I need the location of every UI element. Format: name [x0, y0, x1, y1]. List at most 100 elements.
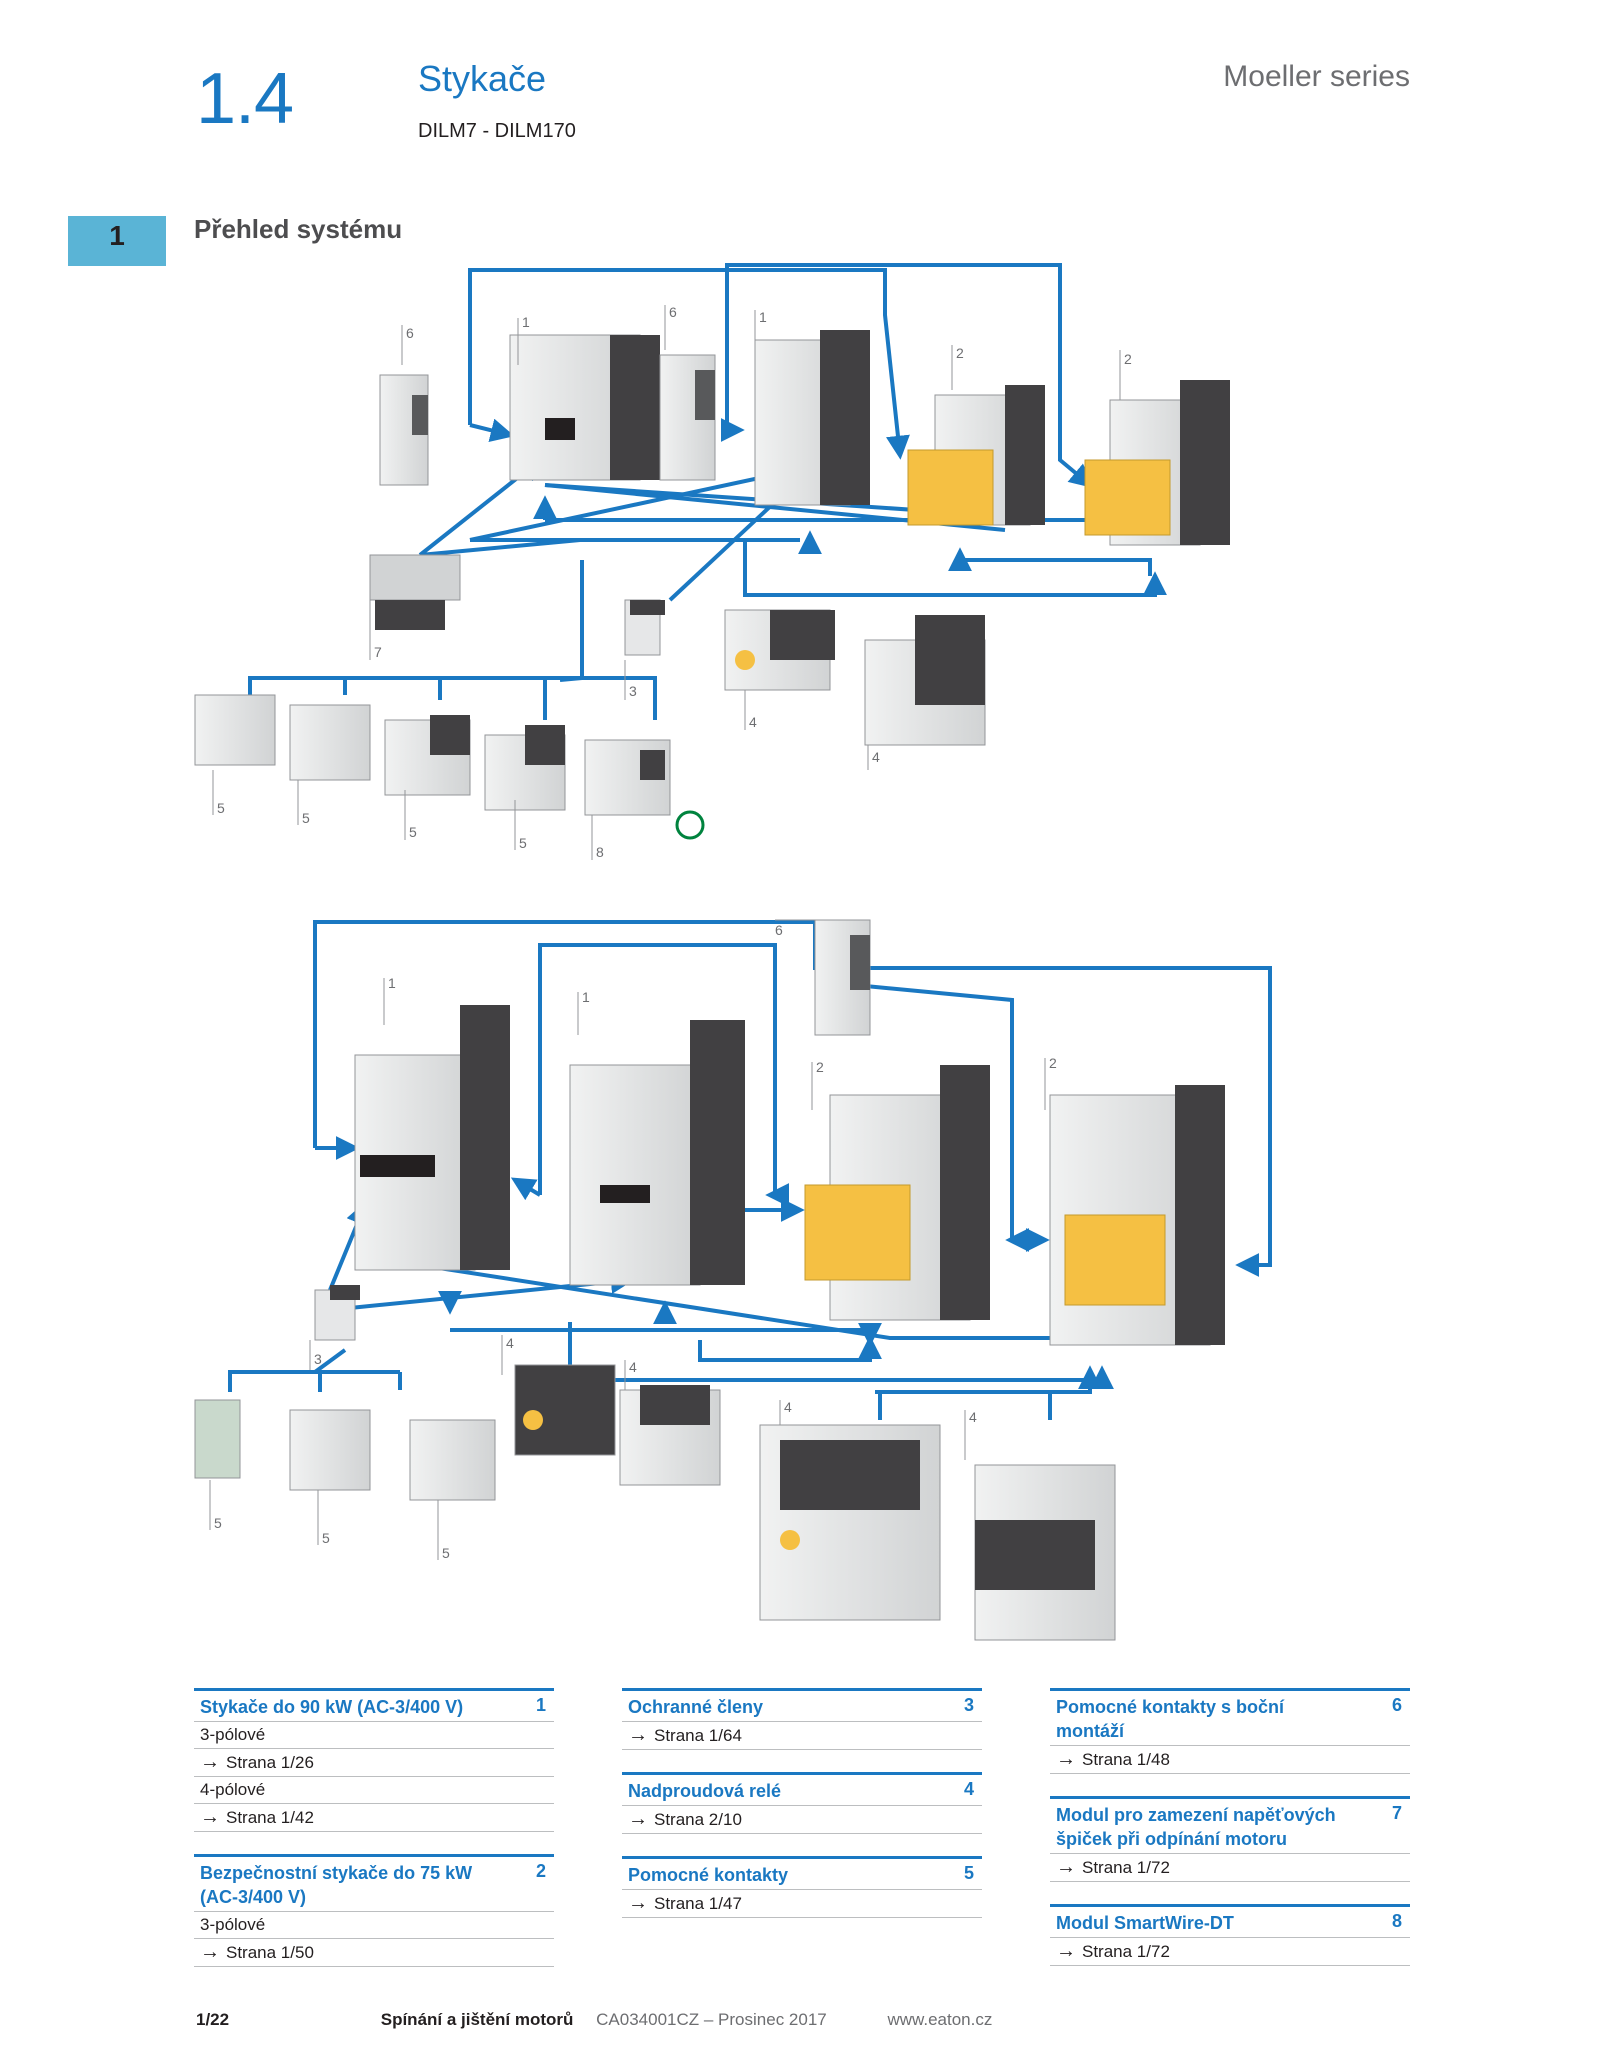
svg-text:4: 4 — [749, 714, 757, 730]
legend-item-2: Bezpečnostní stykače do 75 kW (AC-3/400 … — [194, 1854, 554, 1967]
legend-column-1: Stykače do 90 kW (AC-3/400 V) 1 3-pólové… — [194, 1688, 554, 1989]
page-footer: 1/22 Spínání a jištění motorů CA034001CZ… — [196, 2010, 992, 2030]
legend-page-ref-link[interactable]: Strana 1/26 — [194, 1748, 554, 1776]
chapter-tab — [68, 216, 166, 266]
contactor-dilm12-1 — [754, 330, 870, 506]
legend-item-3: Ochranné členy 3 Strana 1/64 — [622, 1688, 982, 1750]
footer-url-link[interactable]: www.eaton.cz — [887, 2010, 993, 2029]
aux-contact-side-6c — [814, 919, 871, 1036]
svg-text:2: 2 — [1124, 351, 1132, 367]
legend-number: 3 — [963, 1695, 974, 1715]
svg-text:4: 4 — [629, 1359, 637, 1375]
safety-contactor-2a — [907, 385, 1045, 526]
legend-number: 2 — [535, 1861, 546, 1881]
legend-page-ref-link[interactable]: Strana 1/47 — [622, 1889, 982, 1918]
safety-contactor-2c — [804, 1065, 990, 1321]
protective-element-3b — [314, 1285, 360, 1341]
svg-text:1: 1 — [582, 989, 590, 1005]
svg-text:1: 1 — [388, 975, 396, 991]
suppressor-module-7 — [369, 554, 461, 630]
svg-text:7: 7 — [374, 644, 382, 660]
chapter-tab-number: 1 — [109, 220, 125, 251]
overload-relay-4e — [759, 1424, 941, 1621]
overload-relay-4f — [974, 1464, 1116, 1641]
footer-doc-id: CA034001CZ – Prosinec 2017 — [596, 2010, 827, 2029]
footer-page-number: 1/22 — [196, 2010, 230, 2029]
contactor-dilm7-1 — [509, 334, 660, 481]
protective-element-3 — [624, 599, 665, 656]
series-label: Moeller series — [1223, 60, 1410, 93]
svg-text:6: 6 — [669, 304, 677, 320]
legend-column-3: Pomocné kontakty s boční montáží 6 Stran… — [1050, 1688, 1410, 1988]
smartwire-module-8 — [584, 739, 705, 840]
svg-text:2: 2 — [1049, 1055, 1057, 1071]
section-heading: Přehled systému — [194, 214, 403, 244]
legend-title: Pomocné kontakty s boční montáží — [1056, 1697, 1285, 1741]
legend-row: 4-pólové — [194, 1776, 554, 1803]
svg-text:5: 5 — [442, 1545, 450, 1561]
legend-number: 6 — [1391, 1695, 1402, 1715]
legend-page-ref-link[interactable]: Strana 1/72 — [1050, 1937, 1410, 1966]
svg-text:4: 4 — [506, 1335, 514, 1351]
svg-text:3: 3 — [629, 683, 637, 699]
aux-contact-5-group-bottom — [194, 1399, 496, 1501]
section-number: 1.4 — [196, 59, 294, 139]
legend-row: 3-pólové — [194, 1911, 554, 1938]
legend-page-ref-link[interactable]: Strana 1/48 — [1050, 1745, 1410, 1774]
page-subtitle: DILM7 - DILM170 — [418, 120, 576, 142]
legend-number: 4 — [963, 1779, 974, 1799]
safety-contactor-2d — [1049, 1085, 1225, 1346]
legend-title: Pomocné kontakty — [628, 1865, 789, 1885]
svg-text:5: 5 — [322, 1530, 330, 1546]
overload-relay-4c — [514, 1364, 616, 1456]
aux-contact-side-6 — [379, 374, 429, 486]
aux-contact-side-6b — [659, 354, 716, 481]
legend-page-ref-link[interactable]: Strana 1/64 — [622, 1721, 982, 1750]
page-title: Stykače — [418, 58, 547, 99]
svg-text:1: 1 — [759, 309, 767, 325]
legend-title: Stykače do 90 kW (AC-3/400 V) — [200, 1697, 464, 1717]
legend-number: 1 — [535, 1695, 546, 1715]
svg-text:4: 4 — [784, 1399, 792, 1415]
legend-number: 5 — [963, 1863, 974, 1883]
legend-title: Bezpečnostní stykače do 75 kW (AC-3/400 … — [200, 1863, 473, 1907]
aux-contact-5-group-top — [194, 694, 566, 811]
legend-title: Modul SmartWire-DT — [1056, 1913, 1234, 1933]
legend-page-ref-link[interactable]: Strana 2/10 — [622, 1805, 982, 1834]
smartwire-dt-logo-icon — [675, 810, 705, 840]
legend-item-6: Pomocné kontakty s boční montáží 6 Stran… — [1050, 1688, 1410, 1774]
svg-text:6: 6 — [775, 922, 783, 938]
footer-chapter: Spínání a jištění motorů — [380, 2010, 574, 2029]
legend-number: 7 — [1391, 1803, 1402, 1823]
safety-contactor-2b — [1084, 380, 1230, 546]
legend-title: Nadproudová relé — [628, 1781, 782, 1801]
svg-text:1: 1 — [522, 314, 530, 330]
svg-text:4: 4 — [969, 1409, 977, 1425]
legend-page-ref-link[interactable]: Strana 1/72 — [1050, 1853, 1410, 1882]
svg-text:3: 3 — [314, 1351, 322, 1367]
svg-text:5: 5 — [519, 835, 527, 851]
contactor-dilm95-1 — [569, 1020, 745, 1286]
contactor-dilm65-1 — [354, 1005, 510, 1271]
legend-number: 8 — [1391, 1911, 1402, 1931]
legend-title: Ochranné členy — [628, 1697, 764, 1717]
legend-title: Modul pro zamezení napěťových špiček při… — [1056, 1805, 1336, 1849]
legend-item-8: Modul SmartWire-DT 8 Strana 1/72 — [1050, 1904, 1410, 1966]
svg-text:5: 5 — [302, 810, 310, 826]
legend-item-5: Pomocné kontakty 5 Strana 1/47 — [622, 1856, 982, 1918]
legend-item-1: Stykače do 90 kW (AC-3/400 V) 1 3-pólové… — [194, 1688, 554, 1832]
legend-page-ref-link[interactable]: Strana 1/50 — [194, 1938, 554, 1967]
svg-text:5: 5 — [217, 800, 225, 816]
svg-text:2: 2 — [956, 345, 964, 361]
legend-item-7: Modul pro zamezení napěťových špiček při… — [1050, 1796, 1410, 1882]
legend-page-ref-link[interactable]: Strana 1/42 — [194, 1803, 554, 1832]
legend-column-2: Ochranné členy 3 Strana 1/64 Nadproudová… — [622, 1688, 982, 1940]
system-overview-diagram: 616 122 734 455 558 611 223 444 455 5 — [194, 263, 1272, 1641]
svg-text:5: 5 — [214, 1515, 222, 1531]
svg-text:8: 8 — [596, 844, 604, 860]
svg-text:2: 2 — [816, 1059, 824, 1075]
overload-relay-4a — [724, 609, 835, 691]
svg-text:6: 6 — [406, 325, 414, 341]
overload-relay-4d — [619, 1385, 721, 1486]
